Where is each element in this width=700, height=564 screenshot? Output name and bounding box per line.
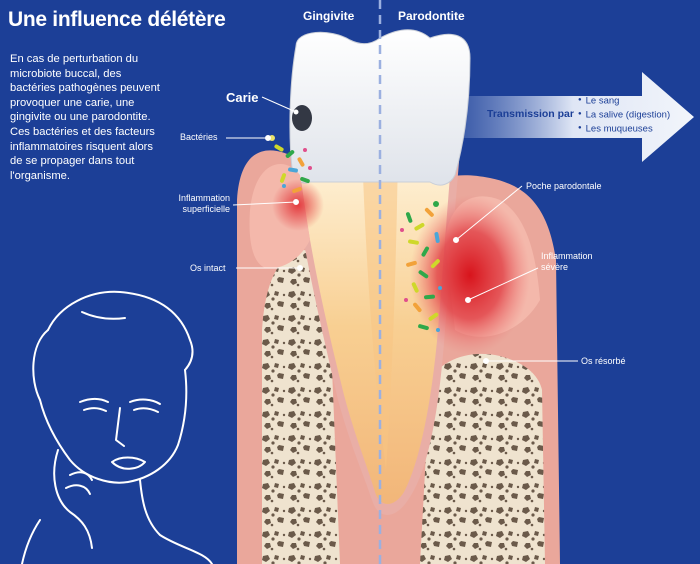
label-bacteries: Bactéries <box>180 132 218 142</box>
transmission-item: La salive (digestion) <box>578 108 671 122</box>
bone-right <box>420 353 545 564</box>
transmission-arrow <box>452 72 694 162</box>
label-os-resorbe: Os résorbé <box>581 356 626 366</box>
label-os-intact: Os intact <box>190 263 226 273</box>
label-poche-parodontale: Poche parodontale <box>526 181 602 191</box>
transmission-list: Le sang La salive (digestion) Les muqueu… <box>578 94 671 136</box>
leader-lines <box>226 96 578 364</box>
column-label-parodontite: Parodontite <box>398 9 465 23</box>
label-inflammation-severe: Inflammation sévère <box>541 251 593 272</box>
bacteria-left <box>269 135 312 194</box>
transmission-label: Transmission par <box>487 108 574 120</box>
label-carie: Carie <box>226 90 259 105</box>
pulp <box>362 150 398 470</box>
bacteria-right <box>400 201 442 332</box>
carie-spot <box>292 105 312 131</box>
transmission-item: Le sang <box>578 94 670 108</box>
label-inflammation-superficielle: Inflammation superficielle <box>178 193 230 214</box>
inflammation-superficial <box>272 179 324 231</box>
bone-left <box>262 249 340 564</box>
transmission-item: Les muqueuses <box>578 122 670 136</box>
intro-text: En cas de perturbation du microbiote buc… <box>10 53 160 182</box>
person-in-pain-illustration <box>21 290 213 564</box>
column-label-gingivite: Gingivite <box>303 9 355 23</box>
page-title: Une influence délétère <box>8 8 226 31</box>
inflammation-severe <box>410 195 530 355</box>
